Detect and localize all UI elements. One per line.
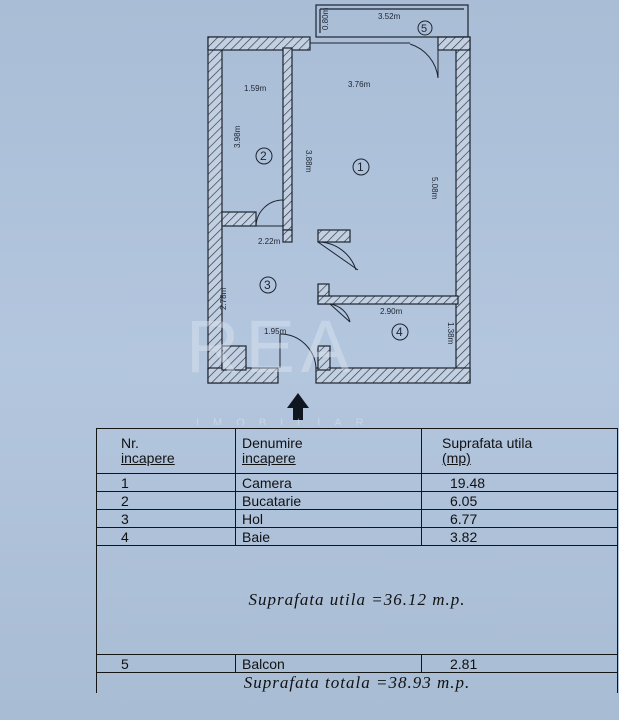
cell-area: 19.48 <box>421 473 618 492</box>
interior-walls <box>221 47 459 371</box>
room-number-2: 2 <box>260 149 267 163</box>
dim-room4-height: 1.38m <box>446 322 455 345</box>
doors <box>255 37 439 369</box>
watermark-logo: REA <box>186 305 356 388</box>
subtotal-text: Suprafata utila =36.12 m.p. <box>96 545 618 655</box>
cell-area: 6.77 <box>421 509 618 528</box>
cell-area: 2.81 <box>421 654 618 673</box>
table-row: 4 Baie 3.82 <box>96 527 618 546</box>
room-number-3: 3 <box>264 278 271 292</box>
header-name: Denumire incapere <box>235 428 422 474</box>
room-number-4: 4 <box>396 325 403 339</box>
cell-name: Balcon <box>235 654 422 673</box>
dim-room3-height: 2.78m <box>219 287 228 310</box>
table-row: 3 Hol 6.77 <box>96 509 618 528</box>
dim-room1-width: 3.76m <box>348 80 371 89</box>
cell-name: Baie <box>235 527 422 546</box>
dimension-labels: 1.59m 3.76m 3.98m 3.88m 5.08m 2.22m 2.78… <box>219 7 455 344</box>
total-text: Suprafata totala =38.93 m.p. <box>96 672 618 693</box>
cell-name: Bucatarie <box>235 491 422 510</box>
balcony <box>315 4 469 38</box>
dim-room2-width: 1.59m <box>244 84 267 93</box>
dim-room3-width: 2.22m <box>258 237 281 246</box>
cell-nr: 2 <box>96 491 236 510</box>
cell-nr: 5 <box>96 654 236 673</box>
outer-walls <box>207 36 471 384</box>
dim-balcony-depth: 0.80m <box>321 7 330 30</box>
table-header-row: Nr. incapere Denumire incapere Suprafata… <box>96 428 618 474</box>
dim-room4-width: 2.90m <box>380 307 403 316</box>
cell-name: Camera <box>235 473 422 492</box>
room-number-1: 1 <box>357 160 364 174</box>
room-numbers <box>255 20 433 341</box>
entrance-arrow-icon <box>287 393 309 420</box>
cell-area: 3.82 <box>421 527 618 546</box>
watermark-sub: IMOBILIAR <box>196 417 378 425</box>
dim-room2-height: 3.98m <box>233 125 242 148</box>
subtotal-row: Suprafata utila =36.12 m.p. <box>96 545 618 655</box>
area-table: Nr. incapere Denumire incapere Suprafata… <box>96 428 618 693</box>
cell-name: Hol <box>235 509 422 528</box>
header-nr: Nr. incapere <box>96 428 236 474</box>
table-row: 5 Balcon 2.81 <box>96 654 618 673</box>
cell-nr: 4 <box>96 527 236 546</box>
cell-nr: 3 <box>96 509 236 528</box>
dim-room1-height: 5.08m <box>430 177 439 200</box>
dim-room3-door: 1.95m <box>264 327 287 336</box>
floor-plan: 1.59m 3.76m 3.98m 3.88m 5.08m 2.22m 2.78… <box>186 4 471 425</box>
table-row: 1 Camera 19.48 <box>96 473 618 492</box>
dim-room1-inner: 3.88m <box>304 150 313 173</box>
room-number-5: 5 <box>421 23 427 35</box>
cell-area: 6.05 <box>421 491 618 510</box>
total-row: Suprafata totala =38.93 m.p. <box>96 672 618 693</box>
table-row: 2 Bucatarie 6.05 <box>96 491 618 510</box>
dim-balcony-width: 3.52m <box>378 12 401 21</box>
cell-nr: 1 <box>96 473 236 492</box>
header-area: Suprafata utila (mp) <box>421 428 618 474</box>
